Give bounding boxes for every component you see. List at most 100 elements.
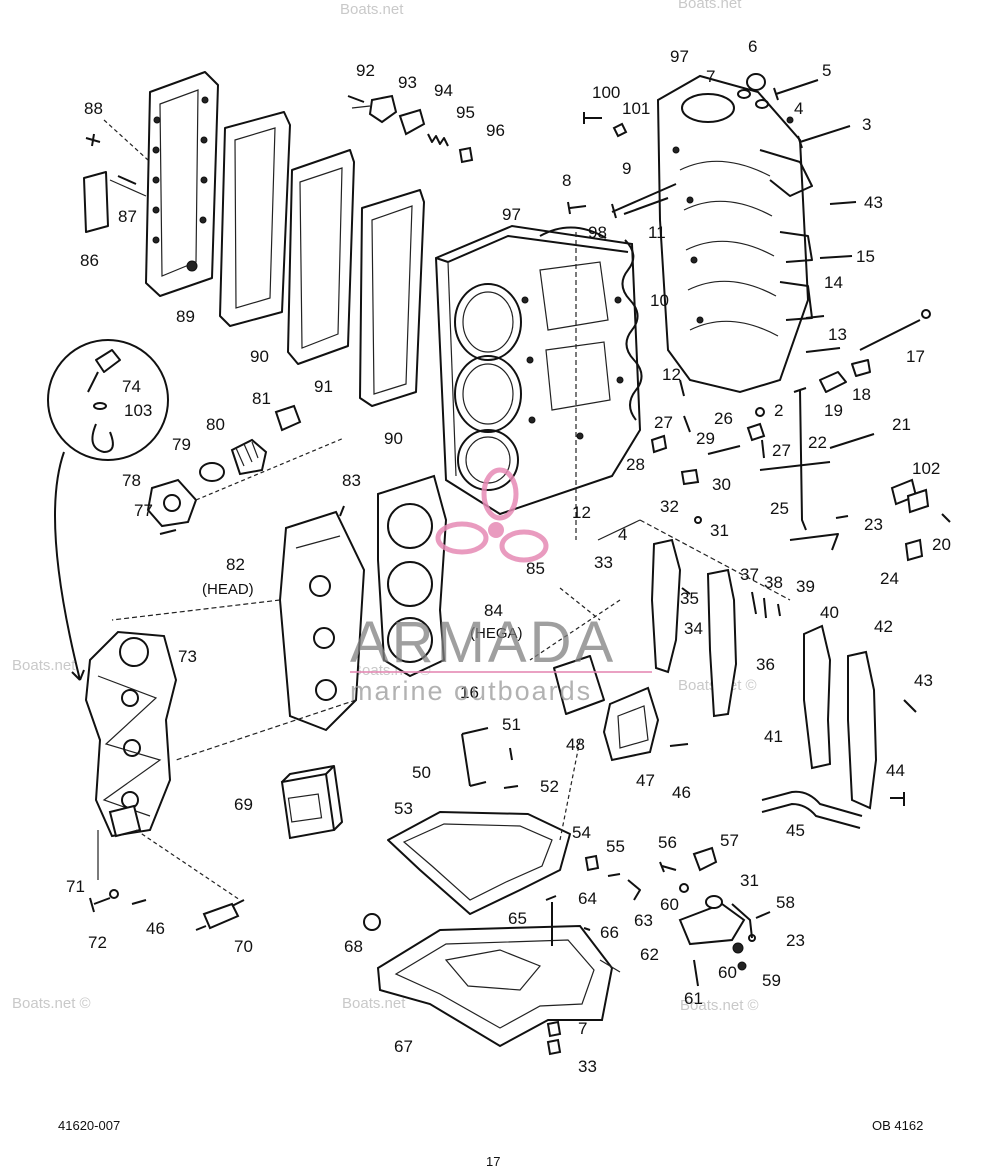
callout-8: 8	[562, 171, 571, 190]
brand-watermark: ARMADA marine outboards	[350, 467, 652, 706]
callout-31: 31	[740, 871, 759, 890]
callout-81: 81	[252, 389, 271, 408]
callout-79: 79	[172, 435, 191, 454]
callout-12: 12	[662, 365, 681, 384]
callout-91: 91	[314, 377, 333, 396]
leader-lines	[97, 105, 791, 973]
callout-57: 57	[720, 831, 739, 850]
catalog-code: OB 4162	[872, 1118, 923, 1133]
callout-62: 62	[640, 945, 659, 964]
callout-60: 60	[660, 895, 679, 914]
callout-82-word: (HEAD)	[202, 581, 254, 598]
callout-14: 14	[824, 273, 843, 292]
callout-54: 54	[572, 823, 591, 842]
exhaust-cover-group	[83, 71, 425, 407]
callout-4: 4	[618, 525, 627, 544]
callout-36: 36	[756, 655, 775, 674]
callout-59: 59	[762, 971, 781, 990]
callout-103: 103	[124, 401, 152, 420]
callout-30: 30	[712, 475, 731, 494]
callout-61: 61	[684, 989, 703, 1008]
callout-60: 60	[718, 963, 737, 982]
callout-28: 28	[626, 455, 645, 474]
callout-41: 41	[764, 727, 783, 746]
callout-66: 66	[600, 923, 619, 942]
callout-97: 97	[502, 205, 521, 224]
callout-93: 93	[398, 73, 417, 92]
callout-33: 33	[594, 553, 613, 572]
watermark-site-text: Boats.net ©	[680, 997, 759, 1014]
watermark-site-text: Boats.net	[340, 1, 404, 18]
callout-20: 20	[932, 535, 951, 554]
callout-90: 90	[250, 347, 269, 366]
callout-89: 89	[176, 307, 195, 326]
callout-97: 97	[670, 47, 689, 66]
callout-labels: 88 87 86 89 90 91 90 92 93 94 95 96 97 1…	[66, 37, 951, 1076]
callout-31: 31	[710, 521, 729, 540]
callout-11: 11	[648, 223, 666, 242]
callout-87: 87	[118, 207, 137, 226]
callout-67: 67	[394, 1037, 413, 1056]
callout-45: 45	[786, 821, 805, 840]
callout-50: 50	[412, 763, 431, 782]
callout-55: 55	[606, 837, 625, 856]
callout-92: 92	[356, 61, 375, 80]
callout-48: 48	[566, 735, 585, 754]
callout-16: 16	[460, 683, 479, 702]
callout-46: 46	[672, 783, 691, 802]
callout-88: 88	[84, 99, 103, 118]
callout-68: 68	[344, 937, 363, 956]
callout-32: 32	[660, 497, 679, 516]
callout-52: 52	[540, 777, 559, 796]
callout-26: 26	[714, 409, 733, 428]
cover-parts-77-81	[146, 404, 302, 535]
callout-65: 65	[508, 909, 527, 928]
callout-69: 69	[234, 795, 253, 814]
callout-56: 56	[658, 833, 677, 852]
callout-74: 74	[122, 377, 141, 396]
lower-left-fasteners	[89, 889, 245, 931]
callout-84: 84	[484, 601, 503, 620]
callout-9: 9	[622, 159, 631, 178]
callout-43: 43	[914, 671, 933, 690]
callout-27: 27	[654, 413, 673, 432]
brand-wordmark: ARMADA	[350, 610, 616, 675]
callout-47: 47	[636, 771, 655, 790]
callout-7: 7	[578, 1019, 587, 1038]
callout-29: 29	[696, 429, 715, 448]
brand-tagline: marine outboards	[350, 676, 592, 706]
throttle-linkage	[650, 359, 951, 562]
callout-95: 95	[456, 103, 475, 122]
callout-12: 12	[572, 503, 591, 522]
watermark-site-text: Boats.net ©	[12, 995, 91, 1012]
callout-2: 2	[774, 401, 783, 420]
callout-38: 38	[764, 573, 783, 592]
callout-35: 35	[680, 589, 699, 608]
callout-53: 53	[394, 799, 413, 818]
callout-44: 44	[886, 761, 905, 780]
callout-23: 23	[864, 515, 883, 534]
callout-63: 63	[634, 911, 653, 930]
callout-101: 101	[622, 99, 650, 118]
crankcase-half	[656, 74, 813, 394]
callout-82: 82	[226, 555, 245, 574]
callout-24: 24	[880, 569, 899, 588]
callout-78: 78	[122, 471, 141, 490]
callout-71: 71	[66, 877, 85, 896]
callout-98: 98	[588, 223, 607, 242]
callout-4: 4	[794, 99, 803, 118]
callout-27: 27	[772, 441, 791, 460]
callout-90: 90	[384, 429, 403, 448]
inset-detail	[47, 339, 169, 681]
callout-7: 7	[706, 67, 715, 86]
drawing-number: 41620-007	[58, 1118, 120, 1133]
callout-5: 5	[822, 61, 831, 80]
callout-17: 17	[906, 347, 925, 366]
callout-21: 21	[892, 415, 911, 434]
watermark-site-text: Boats.net	[342, 995, 406, 1012]
bypass-cover	[461, 655, 689, 789]
callout-51: 51	[502, 715, 521, 734]
callout-80: 80	[206, 415, 225, 434]
callout-100: 100	[592, 83, 620, 102]
